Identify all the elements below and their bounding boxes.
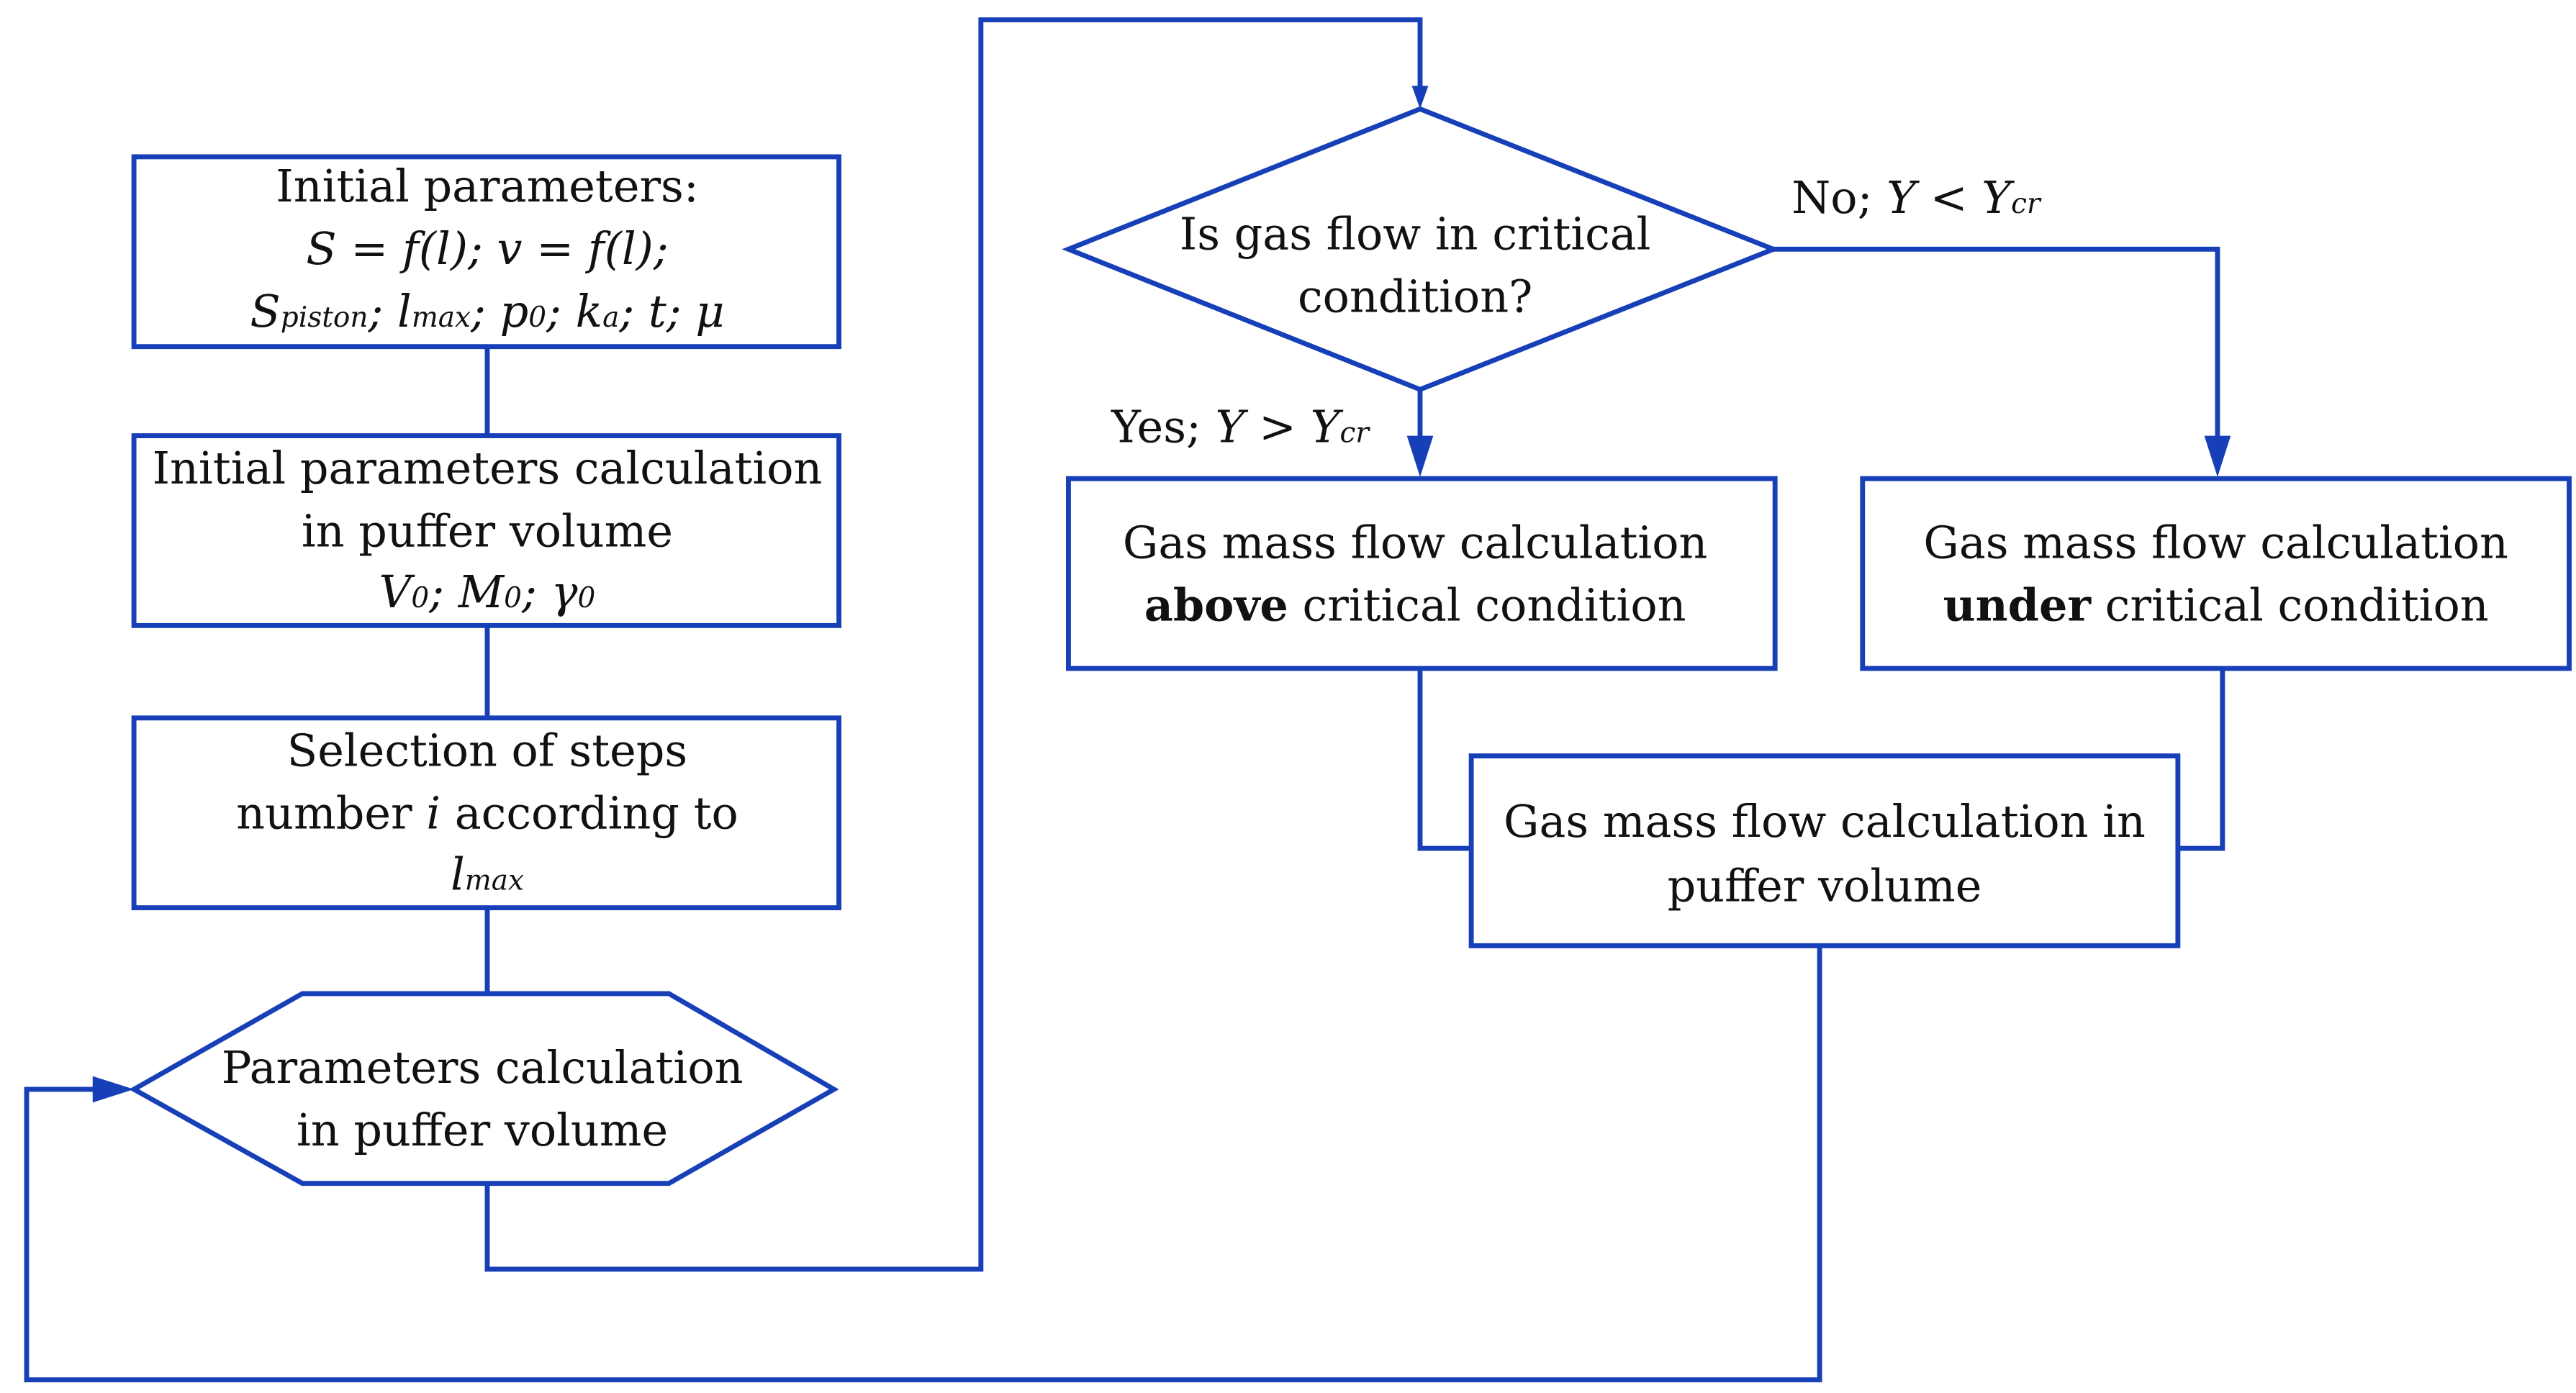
box-puffer-line2: puffer volume: [1668, 860, 1982, 912]
arrow-head-loop: [92, 1076, 135, 1103]
arrow-head-no: [2204, 435, 2231, 477]
hex-line1: Parameters calculation: [222, 1042, 744, 1094]
box-above-line2: above critical condition: [1144, 578, 1686, 631]
box-under-line1: Gas mass flow calculation: [1923, 517, 2508, 568]
connector-hex-to-decision: [484, 17, 1423, 1272]
arrow-head-yes: [1406, 435, 1434, 477]
box-initial-calc-line2: in puffer volume: [302, 505, 673, 557]
box-puffer-line1: Gas mass flow calculation in: [1504, 796, 2146, 848]
box-steps-selection: Selection of steps number i according to…: [131, 715, 842, 911]
box-above-critical: Gas mass flow calculation above critical…: [1065, 476, 1778, 671]
box-initial-line3: Spiston; lmax; p0; ka; t; μ: [250, 286, 724, 337]
box-steps-line1: Selection of steps: [287, 725, 687, 776]
box-above-line1: Gas mass flow calculation: [1123, 517, 1708, 568]
box-steps-line2: number i according to: [236, 788, 738, 840]
decision-line2: condition?: [1298, 271, 1532, 323]
box-under-line2: under critical condition: [1943, 578, 2489, 631]
connector-loop-back: [24, 945, 1822, 1383]
connector-under-to-puffer: [2177, 668, 2225, 851]
box-initial-calc-line1: Initial parameters calculation: [153, 443, 823, 494]
box-initial-parameters: Initial parameters: S = f(l); v = f(l); …: [131, 154, 842, 350]
box-initial-calc-line3: V0; M0; γ0: [379, 566, 596, 618]
box-initial-calculation: Initial parameters calculation in puffer…: [131, 433, 842, 628]
box-initial-line2: S = f(l); v = f(l);: [306, 223, 668, 275]
box-under-critical: Gas mass flow calculation under critical…: [1860, 476, 2572, 671]
hexagon-parameters-calculation: Parameters calculation in puffer volume: [129, 991, 839, 1186]
connector-above-to-puffer: [1417, 668, 1472, 851]
connector-no: [1773, 246, 2220, 446]
box-steps-line3: lmax: [451, 848, 524, 900]
label-yes: Yes; Y > Ycr: [1111, 401, 1370, 453]
decision-line1: Is gas flow in critical: [1180, 208, 1651, 260]
decision-critical-condition: Is gas flow in critical condition?: [1062, 106, 1781, 393]
arrow-head-decision: [1411, 86, 1429, 109]
label-no: No; Y < Ycr: [1791, 172, 2042, 224]
hex-line2: in puffer volume: [297, 1104, 668, 1156]
box-puffer-volume: Gas mass flow calculation in puffer volu…: [1468, 753, 2181, 948]
box-initial-title: Initial parameters:: [276, 160, 698, 212]
